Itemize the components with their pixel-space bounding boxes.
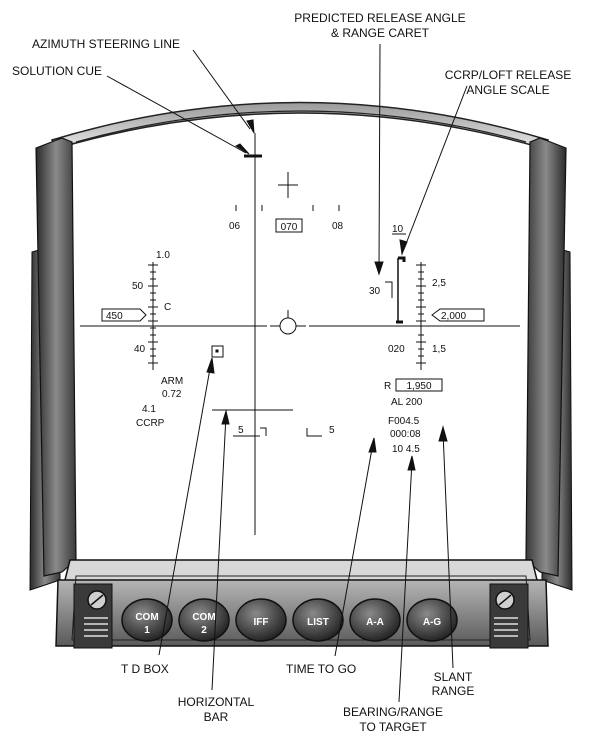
iff-button[interactable]: IFF — [235, 598, 287, 642]
range-caret-label: & RANGE CARET — [331, 26, 430, 40]
td-box-label: T D BOX — [121, 662, 169, 676]
predicted-release-angle-label: PREDICTED RELEASE ANGLE — [294, 11, 465, 25]
time-to-go-label: TIME TO GO — [286, 662, 356, 676]
airspeed-box — [101, 308, 147, 322]
leader-lines — [106, 43, 468, 703]
right-scale-bottom-label: 1,5 — [432, 344, 446, 355]
pitch-left-value: 5 — [238, 425, 244, 436]
heading-right: 08 — [332, 221, 344, 232]
range-readout-box — [395, 378, 443, 392]
left-scale-marker: C — [164, 302, 171, 313]
horizontal-bar-label: HORIZONTAL — [178, 695, 255, 709]
bearing-range-label: BEARING/RANGE — [343, 705, 443, 719]
pitch-right-value: 5 — [329, 425, 335, 436]
mach-value: 0.72 — [162, 389, 182, 400]
f-value: F004.5 — [388, 416, 420, 427]
left-scale-mid-label: 50 — [132, 281, 144, 292]
target-cross-icon — [278, 172, 298, 198]
td-box — [211, 345, 224, 358]
ccrp-loft-scale-label: CCRP/LOFT RELEASE — [445, 68, 571, 82]
com1-label: COM — [135, 612, 158, 623]
a-a-label: A-A — [366, 617, 384, 628]
list-button[interactable]: LIST — [292, 598, 344, 642]
pitch-mark-left — [233, 427, 267, 437]
horizontal-bar-label-2: BAR — [204, 710, 229, 724]
g-value: 4.1 — [142, 404, 156, 415]
left-scale — [148, 262, 158, 370]
iff-label: IFF — [254, 617, 269, 628]
bearing-range-value: 10 4.5 — [392, 444, 420, 455]
airspeed-value: 450 — [106, 311, 123, 322]
altitude-box — [431, 308, 485, 322]
bearing-range-label-2: TO TARGET — [359, 720, 427, 734]
solution-cue-label: SOLUTION CUE — [12, 64, 102, 78]
range-label: R — [384, 381, 391, 392]
angle-scale-label: ANGLE SCALE — [466, 83, 549, 97]
slant-range-label: SLANT — [434, 670, 473, 684]
hud-symbology — [80, 133, 520, 535]
com1-button[interactable]: COM 1 — [121, 598, 173, 642]
loft-scale-top — [398, 256, 406, 262]
mode-label: CCRP — [136, 418, 165, 429]
a-g-button[interactable]: A-G — [406, 598, 458, 642]
callouts: PREDICTED RELEASE ANGLE & RANGE CARET AZ… — [12, 11, 571, 734]
a-g-label: A-G — [423, 617, 442, 628]
com1-sub-label: 1 — [144, 625, 150, 636]
azimuth-steering-line-label: AZIMUTH STEERING LINE — [32, 37, 180, 51]
range-value: 1,950 — [406, 381, 431, 392]
range-caret — [385, 281, 393, 298]
left-scale-bottom-label: 40 — [134, 344, 146, 355]
com2-sub-label: 2 — [201, 625, 207, 636]
list-label: LIST — [307, 617, 329, 628]
right-scale — [416, 262, 426, 370]
button-row: COM 1 COM 2 IFF LIST A-A A-G — [121, 598, 458, 642]
left-scale-top-label: 1.0 — [156, 250, 170, 261]
time-to-go-value: 000:08 — [390, 429, 421, 440]
arm-label: ARM — [161, 376, 183, 387]
com2-label: COM — [192, 612, 215, 623]
com2-button[interactable]: COM 2 — [178, 598, 230, 642]
flight-path-marker-icon — [270, 310, 306, 335]
al-value: AL 200 — [391, 397, 423, 408]
right-scale-lower-label: 020 — [388, 344, 405, 355]
heading-left: 06 — [229, 221, 241, 232]
a-a-button[interactable]: A-A — [349, 598, 401, 642]
hud-text: 06 070 08 1.0 50 C 40 450 10 30 2,5 1,5 … — [106, 221, 466, 455]
hud-frame — [29, 101, 573, 591]
slant-range-label-2: RANGE — [432, 684, 475, 698]
heading-box — [275, 218, 303, 233]
release-angle-value: 30 — [369, 286, 381, 297]
heading-current: 070 — [281, 222, 298, 233]
pitch-mark-right — [306, 428, 322, 437]
right-scale-top-label: 2,5 — [432, 278, 446, 289]
altitude-value: 2,000 — [441, 311, 466, 322]
right-scale-box-label: 10 — [392, 224, 404, 235]
